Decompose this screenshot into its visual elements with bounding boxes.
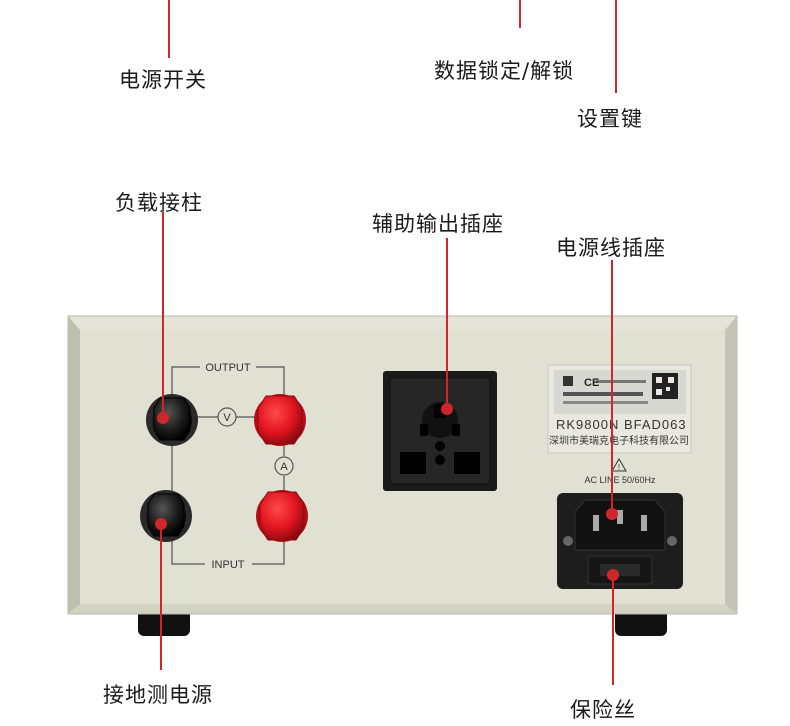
label-data-lock: 数据锁定/解锁 <box>434 59 575 83</box>
fuse-drawer[interactable] <box>587 555 653 585</box>
label-fuse: 保险丝 <box>570 698 636 722</box>
ac-line-label: AC LINE 50/60Hz <box>584 475 656 485</box>
label-settings-key: 设置键 <box>577 107 643 131</box>
inlet-screw-right <box>667 536 677 546</box>
inlet-screw-left <box>563 536 573 546</box>
label-load-terminal: 负载接柱 <box>115 191 203 215</box>
callout-dot-aux-socket <box>441 403 453 415</box>
label-aux-socket: 辅助输出插座 <box>372 212 504 236</box>
callout-dot-load-terminal <box>157 412 169 424</box>
callout-line-fuse <box>612 575 614 685</box>
callout-line-settings-key <box>615 0 617 93</box>
label-power-inlet: 电源线插座 <box>556 236 666 260</box>
company-name: 深圳市美瑞克电子科技有限公司 <box>549 434 689 447</box>
warning-icon <box>611 458 627 472</box>
callout-line-data-lock <box>519 0 521 28</box>
label-ground-measure: 接地测电源 <box>103 683 213 707</box>
nameplate <box>547 364 692 454</box>
callout-line-power-switch <box>168 0 170 58</box>
callout-line-ground-measure <box>160 524 162 670</box>
callout-line-power-inlet <box>611 260 613 513</box>
callout-dot-fuse <box>607 569 619 581</box>
input-red-terminal[interactable] <box>256 490 308 542</box>
aux-output-socket[interactable] <box>383 371 497 491</box>
volt-symbol: V <box>223 412 231 424</box>
callout-dot-power-inlet <box>606 508 618 520</box>
volt-symbol-ring <box>217 407 237 427</box>
chassis-left-bevel <box>68 316 80 614</box>
callout-line-load-terminal <box>162 212 164 419</box>
output-black-terminal[interactable] <box>146 394 198 446</box>
output-label: OUTPUT <box>205 362 251 374</box>
callout-dot-ground-measure <box>155 518 167 530</box>
amp-symbol: A <box>280 461 288 473</box>
output-red-terminal[interactable] <box>254 394 306 446</box>
callout-line-aux-socket <box>446 238 448 408</box>
label-power-switch: 电源开关 <box>119 68 207 92</box>
model-line: RK9800N BFAD063 <box>556 417 687 432</box>
input-label: INPUT <box>212 559 245 571</box>
input-black-terminal[interactable] <box>140 490 192 542</box>
warning-mark: ! <box>618 463 620 472</box>
amp-symbol-ring <box>274 456 294 476</box>
chassis-right-bevel <box>725 316 737 614</box>
ce-mark: CE <box>584 377 599 389</box>
